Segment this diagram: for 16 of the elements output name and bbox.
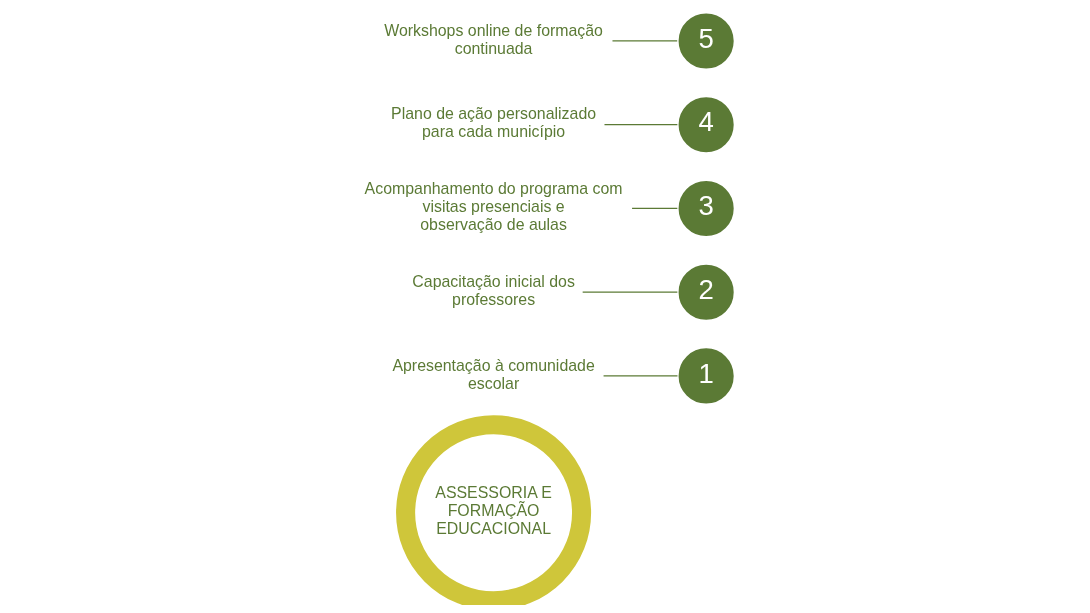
node-circle: 5 [676, 11, 736, 71]
connector [631, 207, 678, 210]
node-circle: 1 [676, 346, 736, 406]
connector [582, 291, 678, 293]
connector [603, 124, 678, 126]
node-circle: 4 [676, 95, 736, 155]
connector [611, 40, 678, 42]
node-text: Apresentação à comunidade escolar [392, 356, 595, 392]
connector [602, 375, 679, 377]
node-circle: 2 [676, 262, 736, 322]
node-circle: 3 [676, 178, 736, 239]
node-text: Workshops online de formação continuada [384, 21, 603, 57]
node-text: Acompanhamento do programa com visitas presenciais e observação de aulas [364, 180, 623, 234]
node-text: Capacitação inicial dos professores [412, 272, 575, 308]
node-text: Plano de ação personalizado para cada município [391, 105, 597, 141]
node-circle: ASSESSORIA E FORMAÇÃO EDUCACIONAL [396, 415, 592, 605]
